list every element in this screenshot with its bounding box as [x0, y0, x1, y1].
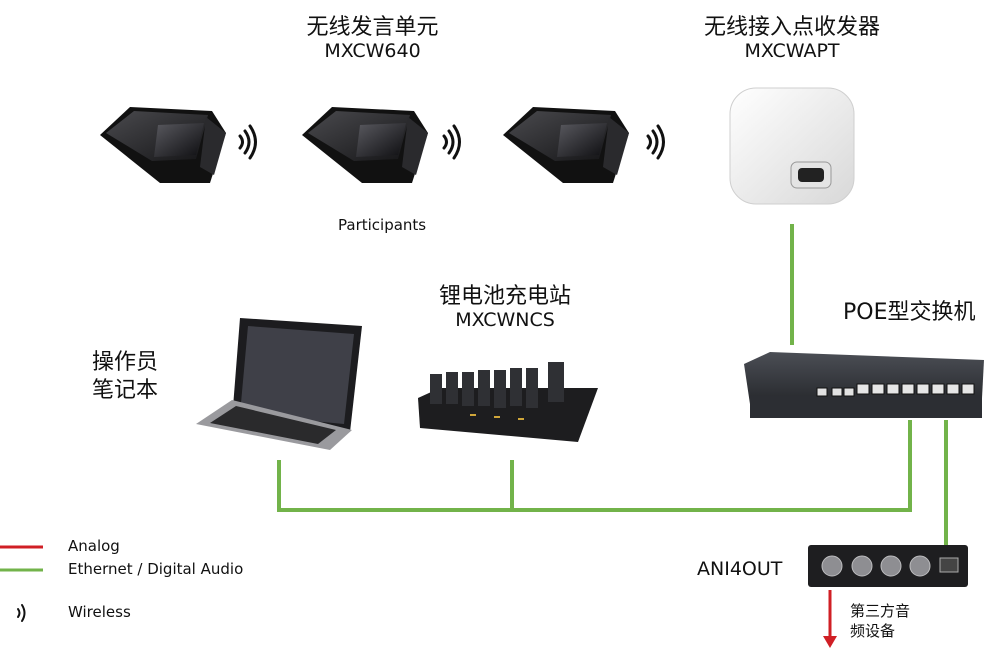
- charging-station-device: [418, 362, 598, 442]
- charger-model: MXCWNCS: [455, 309, 555, 331]
- ani4out-device: [808, 545, 968, 587]
- laptop-label-line2: 笔记本: [92, 378, 159, 403]
- laptop-device: [196, 318, 362, 450]
- mic-unit-title: 无线发言单元: [306, 15, 439, 40]
- access-point-device: [729, 87, 855, 205]
- wireless-icon: [17, 604, 26, 622]
- wireless-icon: [646, 124, 665, 160]
- access-point-model: MXCWAPT: [744, 40, 840, 62]
- ethernet-cables: [277, 224, 948, 545]
- laptop-label-line1: 操作员: [92, 350, 159, 375]
- third-party-label-line1: 第三方音: [850, 602, 911, 620]
- poe-switch-device: [744, 352, 984, 418]
- participants-label: Participants: [338, 216, 427, 234]
- access-point-title: 无线接入点收发器: [703, 15, 880, 40]
- ani4out-title: ANI4OUT: [697, 558, 783, 580]
- analog-output-arrow: [823, 590, 837, 648]
- wireless-icon: [442, 124, 461, 160]
- laptop-charger-switch-cable: [277, 420, 912, 512]
- mic-unit-2: [302, 107, 428, 183]
- legend-ethernet-label: Ethernet / Digital Audio: [68, 560, 244, 578]
- legend-analog-label: Analog: [68, 537, 120, 555]
- third-party-label-line2: 频设备: [850, 622, 896, 640]
- legend-wireless-label: Wireless: [68, 603, 131, 621]
- legend-graphics: [0, 545, 43, 622]
- wireless-icon: [238, 124, 257, 160]
- mic-unit-1: [100, 107, 226, 183]
- mic-unit-3: [503, 107, 629, 183]
- mic-unit-model: MXCW640: [324, 40, 421, 62]
- charger-title: 锂电池充电站: [438, 284, 571, 309]
- switch-title: POE型交换机: [843, 300, 976, 325]
